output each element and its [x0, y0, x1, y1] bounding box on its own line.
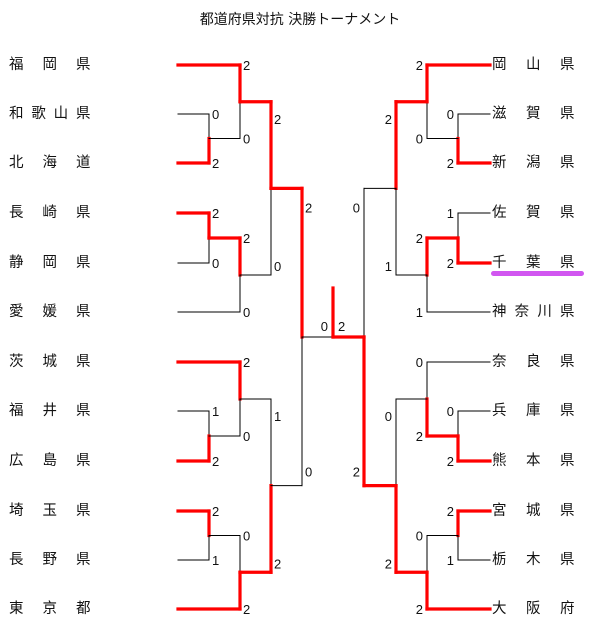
- score-label: 0: [212, 107, 219, 122]
- right-team-name: 新潟県: [492, 155, 575, 171]
- score-label: 2: [243, 58, 250, 73]
- score-label: 1: [447, 206, 454, 221]
- score-label: 2: [243, 231, 250, 246]
- left-team-name: 長野県: [9, 552, 91, 568]
- score-label: 0: [305, 465, 312, 480]
- score-label: 0: [416, 529, 423, 544]
- score-label: 0: [243, 429, 250, 444]
- left-team-name: 茨城県: [9, 354, 91, 370]
- score-label: 2: [212, 156, 219, 171]
- right-team-name: 奈良県: [492, 354, 575, 370]
- left-team-name: 東京都: [9, 601, 91, 617]
- score-label: 2: [447, 504, 454, 519]
- right-team-name: 滋賀県: [492, 106, 575, 122]
- left-team-name: 広島県: [9, 453, 91, 469]
- score-label: 1: [416, 305, 423, 320]
- left-team-name: 愛媛県: [9, 304, 91, 320]
- score-label: 2: [447, 256, 454, 271]
- score-label: 0: [243, 529, 250, 544]
- score-label: 0: [447, 107, 454, 122]
- left-team-name: 福井県: [9, 403, 91, 419]
- right-team-name: 佐賀県: [492, 205, 575, 221]
- score-label: 2: [416, 602, 423, 617]
- right-team-name: 兵庫県: [492, 403, 575, 419]
- right-team-name: 熊本県: [492, 453, 575, 469]
- right-team-name: 岡山県: [492, 57, 575, 73]
- right-team-name: 宮城県: [492, 503, 575, 519]
- score-label: 2: [243, 602, 250, 617]
- tournament-title: 都道府県対抗 決勝トーナメント: [199, 12, 401, 28]
- highlight-underline: [491, 271, 584, 276]
- score-label: 0: [416, 132, 423, 147]
- score-label: 2: [243, 355, 250, 370]
- score-label: 0: [385, 409, 392, 424]
- score-label: 2: [212, 504, 219, 519]
- score-label: 1: [447, 553, 454, 568]
- left-team-name: 長崎県: [9, 205, 91, 221]
- left-team-name: 福岡県: [9, 57, 91, 73]
- score-label: 0: [416, 355, 423, 370]
- left-team-name: 和歌山県: [9, 106, 91, 122]
- final-score-right: 2: [338, 319, 345, 334]
- score-label: 2: [305, 200, 312, 215]
- right-team-name: 千葉県: [492, 255, 575, 271]
- score-label: 2: [447, 454, 454, 469]
- score-label: 2: [274, 112, 281, 127]
- score-label: 1: [212, 404, 219, 419]
- score-label: 0: [212, 256, 219, 271]
- left-team-name: 静岡県: [9, 255, 91, 271]
- right-team-name: 大阪府: [492, 601, 575, 617]
- right-team-name: 神奈川県: [492, 304, 575, 320]
- score-label: 0: [447, 404, 454, 419]
- score-label: 1: [274, 409, 281, 424]
- score-label: 0: [243, 305, 250, 320]
- left-team-name: 埼玉県: [9, 503, 91, 519]
- score-label: 2: [385, 556, 392, 571]
- final-score-left: 0: [321, 319, 328, 334]
- score-label: 2: [274, 556, 281, 571]
- score-label: 2: [447, 156, 454, 171]
- score-label: 2: [385, 112, 392, 127]
- score-label: 1: [212, 553, 219, 568]
- right-team-name: 栃木県: [492, 552, 575, 568]
- score-label: 0: [274, 259, 281, 274]
- score-label: 2: [416, 429, 423, 444]
- score-label: 1: [385, 259, 392, 274]
- score-label: 2: [416, 58, 423, 73]
- score-label: 2: [353, 465, 360, 480]
- score-label: 0: [243, 132, 250, 147]
- score-label: 2: [212, 454, 219, 469]
- score-label: 2: [212, 206, 219, 221]
- score-label: 2: [416, 231, 423, 246]
- score-label: 0: [353, 200, 360, 215]
- left-team-name: 北海道: [9, 155, 91, 171]
